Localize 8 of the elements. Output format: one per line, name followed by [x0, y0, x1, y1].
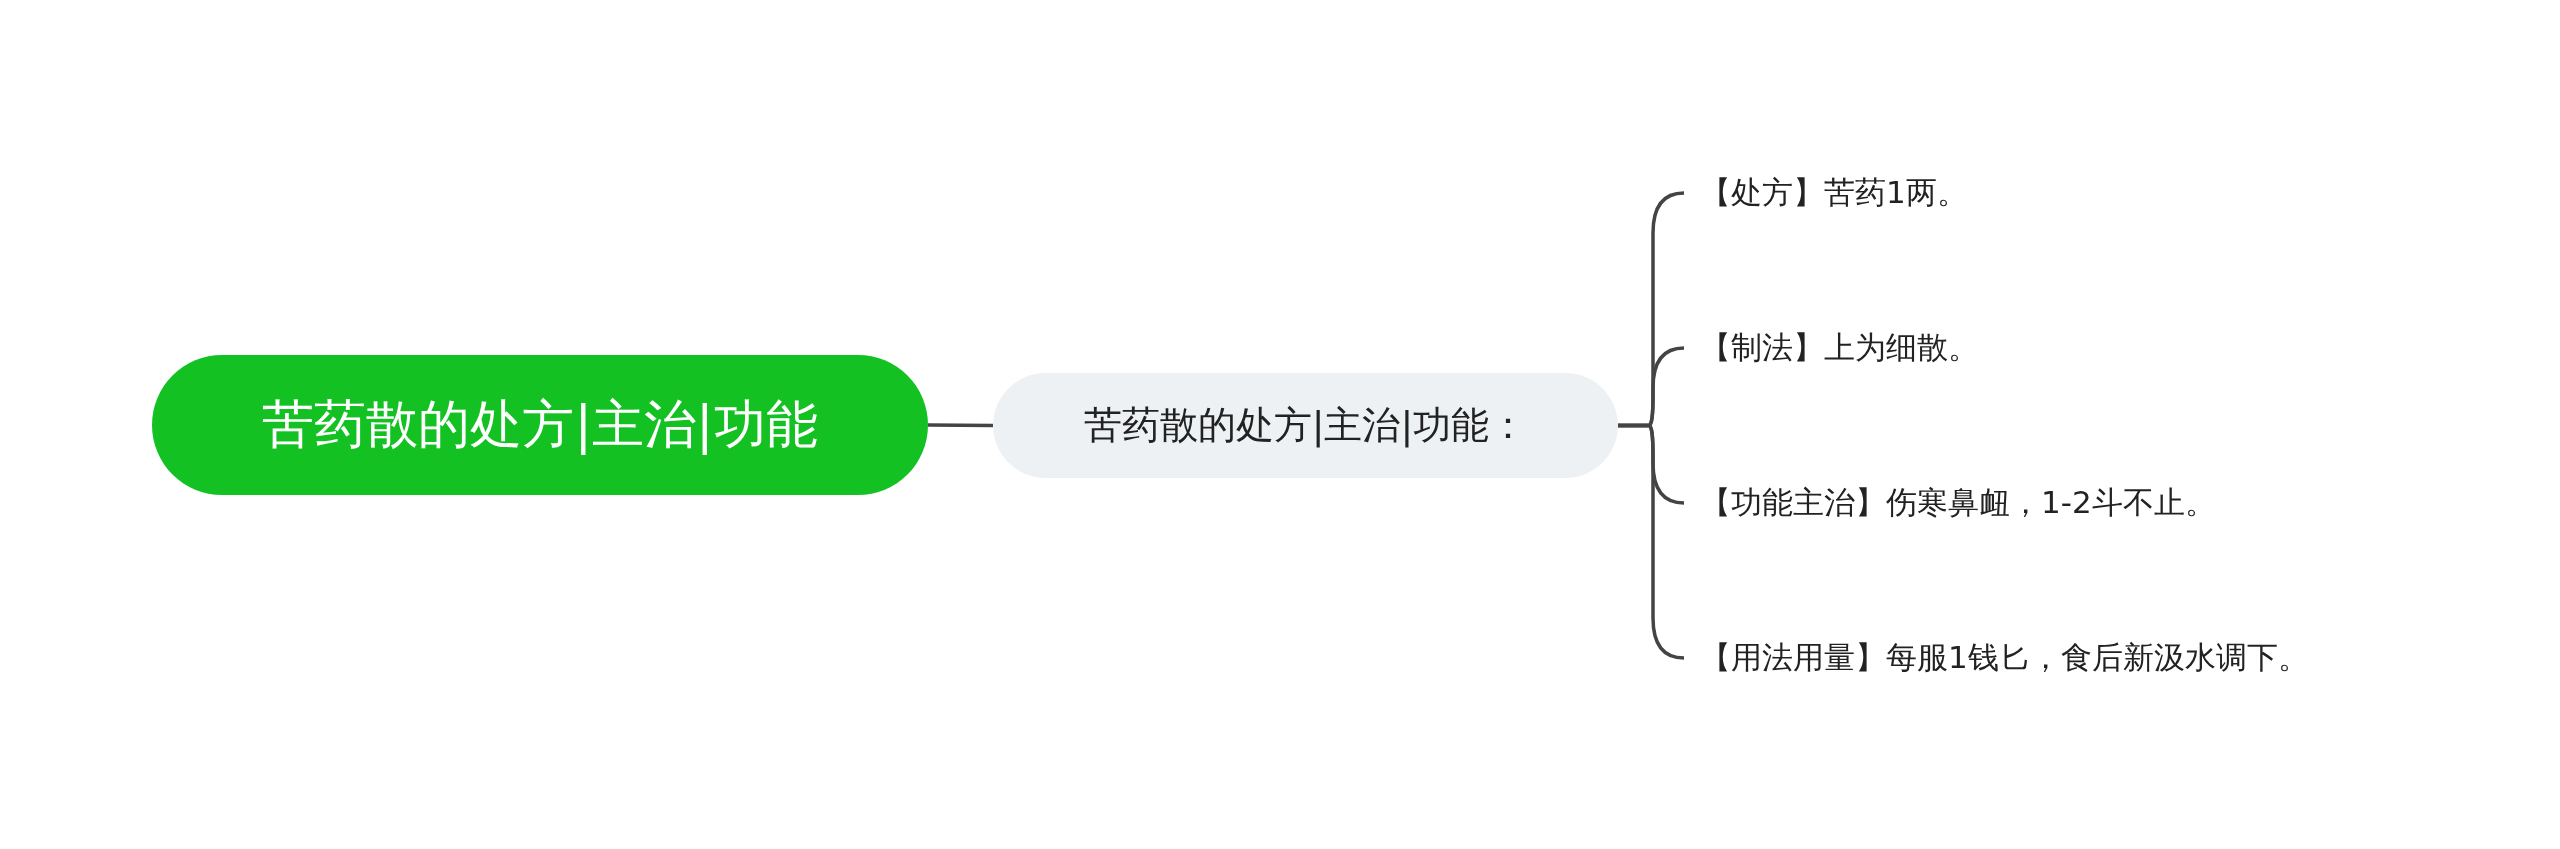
connector-line — [928, 423, 993, 428]
branch-text: 【处方】苦药1两。 — [1700, 168, 1968, 218]
root-topic: 苦药散的处方|主治|功能 — [152, 355, 928, 495]
subtopic: 苦药散的处方|主治|功能： — [993, 373, 1618, 478]
branch-text: 【制法】上为细散。 — [1700, 323, 1979, 373]
branch-text: 【用法用量】每服1钱匕，食后新汲水调下。 — [1700, 633, 2309, 683]
branch-text: 【功能主治】伤寒鼻衄，1-2斗不止。 — [1700, 478, 2216, 528]
connector-line — [1618, 423, 1685, 660]
